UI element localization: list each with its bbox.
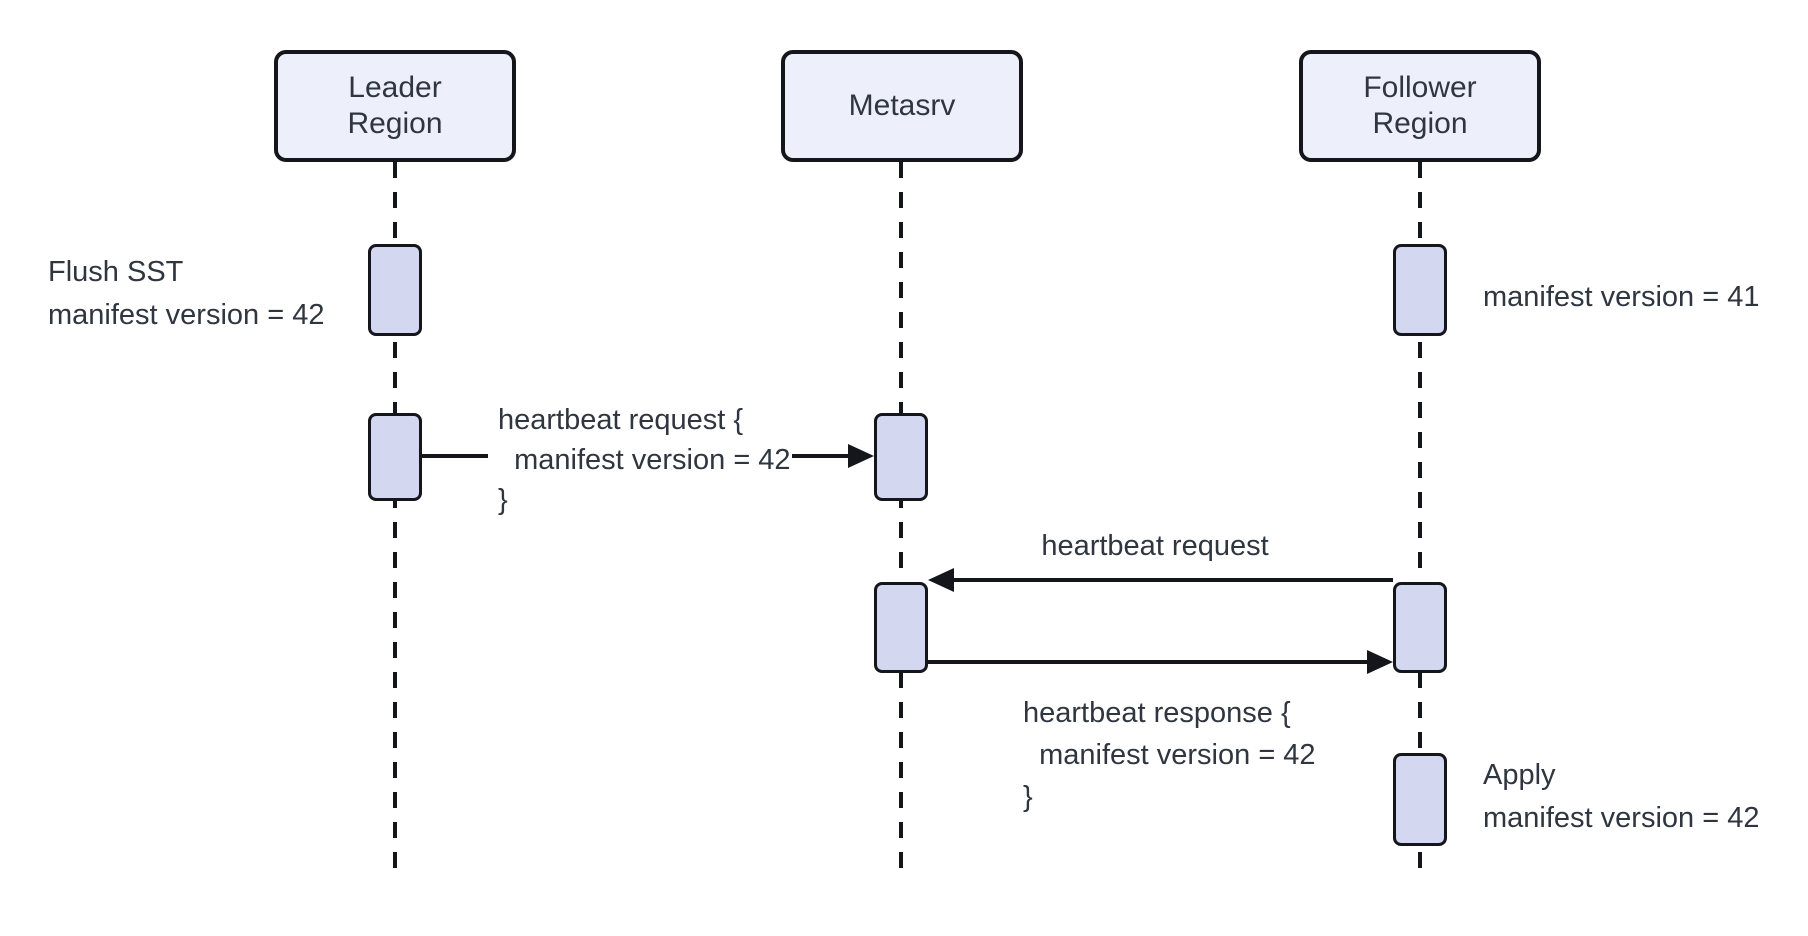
activation-follower-heartbeat <box>1393 582 1447 673</box>
lifeline-leader-region <box>393 162 397 882</box>
message-follower-to-metasrv-label: heartbeat request <box>1041 530 1269 562</box>
activation-follower-initial <box>1393 244 1447 336</box>
message-leader-to-metasrv-line-start <box>422 454 488 458</box>
participant-leader-region: Leader Region <box>274 50 516 162</box>
activation-follower-apply <box>1393 753 1447 846</box>
message-follower-to-metasrv-line <box>952 578 1393 582</box>
note-manifest-version-41: manifest version = 41 <box>1483 281 1760 313</box>
activation-metasrv-follower-side <box>874 582 928 673</box>
lifeline-follower-region <box>1418 162 1422 882</box>
activation-leader-heartbeat <box>368 413 422 501</box>
note-apply-manifest-42: Apply manifest version = 42 <box>1483 759 1760 834</box>
arrowhead-right-icon <box>848 444 874 468</box>
message-leader-to-metasrv-line-end <box>792 454 848 458</box>
participant-metasrv: Metasrv <box>781 50 1023 162</box>
activation-leader-flush <box>368 244 422 336</box>
arrowhead-left-icon <box>928 568 954 592</box>
message-leader-to-metasrv-label: heartbeat request { manifest version = 4… <box>498 404 791 516</box>
message-metasrv-to-follower-label: heartbeat response { manifest version = … <box>1023 697 1316 813</box>
activation-metasrv-leader-side <box>874 413 928 501</box>
message-metasrv-to-follower-line <box>928 660 1368 664</box>
lifeline-metasrv <box>899 162 903 882</box>
participant-follower-region: Follower Region <box>1299 50 1541 162</box>
arrowhead-right-icon <box>1367 650 1393 674</box>
note-flush-sst: Flush SST manifest version = 42 <box>48 256 325 331</box>
